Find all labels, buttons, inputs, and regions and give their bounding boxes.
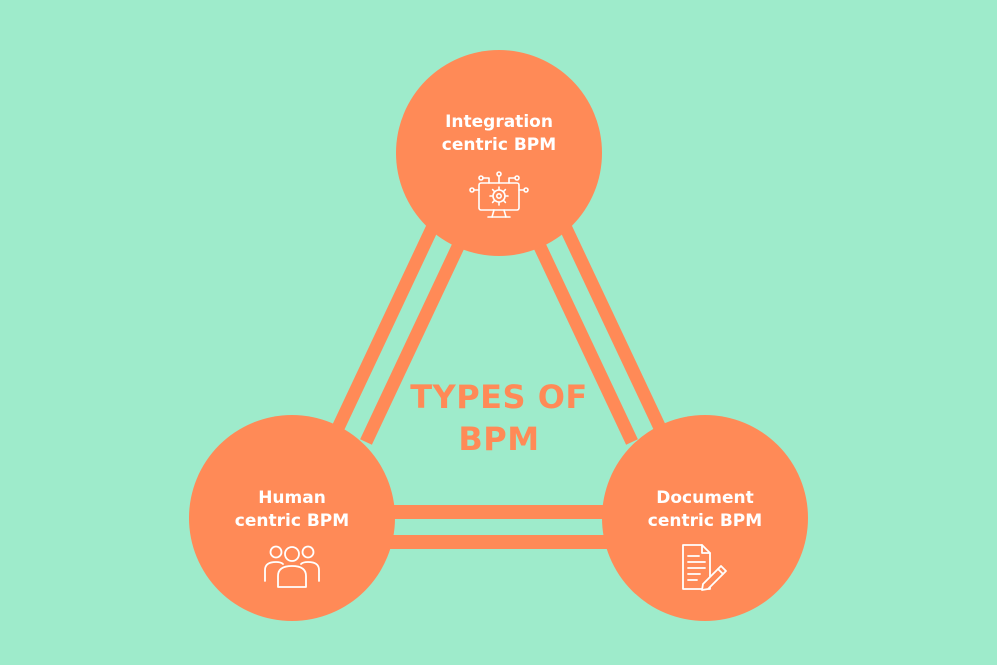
node-integration-line1: Integration	[445, 112, 553, 132]
integration-icon	[469, 171, 529, 218]
node-document-line2: centric BPM	[648, 511, 762, 531]
node-integration-circle	[396, 50, 602, 256]
node-integration-line2: centric BPM	[442, 135, 556, 155]
node-integration: Integration centric BPM	[396, 50, 602, 256]
connector-left-right	[380, 505, 615, 549]
node-document-line1: Document	[656, 488, 753, 508]
connector-top-right	[529, 219, 666, 445]
node-human-line2: centric BPM	[235, 511, 349, 531]
connector-top-left	[332, 219, 469, 445]
center-title-line2: BPM	[458, 420, 539, 458]
node-document: Document centric BPM	[602, 415, 808, 621]
node-human: Human centric BPM	[189, 415, 395, 621]
node-human-circle	[189, 415, 395, 621]
node-document-circle	[602, 415, 808, 621]
center-title-line1: TYPES OF	[410, 378, 588, 416]
document-edit-icon	[682, 544, 727, 591]
node-human-line1: Human	[258, 488, 326, 508]
people-icon	[264, 545, 320, 588]
